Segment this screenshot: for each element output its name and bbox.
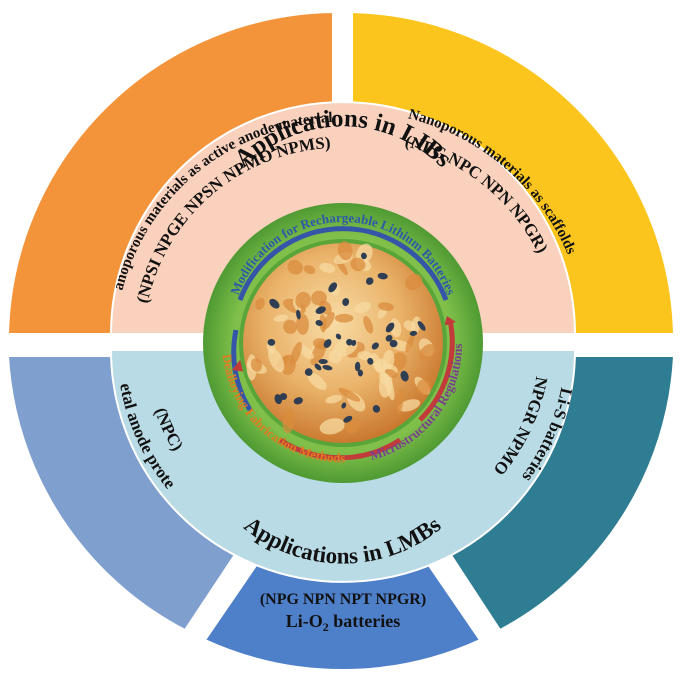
lio2-title: Li-O2 batteries [286, 611, 401, 634]
lio2-list: (NPG NPN NPT NPGR) [260, 591, 426, 608]
foam-pore [367, 357, 374, 365]
arrow-head-right [444, 316, 456, 326]
foam-pore [296, 309, 301, 320]
foam-ligament [378, 302, 394, 311]
foam-pore [279, 392, 288, 401]
foam-ligament [307, 372, 327, 391]
foam-ligament [298, 344, 314, 360]
foam-ligament [282, 408, 296, 434]
foam-pore [314, 363, 322, 371]
foam-pore [346, 338, 353, 346]
foam-pore [389, 339, 398, 348]
foam-ligament [255, 297, 265, 310]
foam-ligament [398, 399, 421, 412]
foam-ligament [354, 301, 372, 314]
foam-ligament [396, 389, 404, 415]
foam-pore [409, 330, 418, 336]
foam-pore [385, 322, 395, 333]
foam-pore [315, 306, 326, 314]
foam-pore [328, 282, 338, 293]
foam-ligament [303, 265, 316, 275]
foam-ligament [319, 262, 336, 273]
foam-ligament [419, 343, 436, 360]
foam-ligament [338, 387, 361, 402]
foam-pore [323, 339, 332, 348]
foam-ligament [334, 313, 354, 323]
foam-ligament [290, 341, 302, 366]
foam-pore [385, 334, 393, 342]
foam-pore [354, 361, 361, 372]
foam-ligament [337, 241, 353, 261]
arrow-arc-bottom [278, 437, 402, 461]
foam-ligament [405, 334, 415, 353]
foam-pore [318, 358, 328, 365]
foam-ligament [325, 394, 343, 404]
foam-pore [315, 320, 323, 326]
foam-pore [417, 320, 426, 331]
nanoporous-foam-image [239, 239, 447, 447]
foam-pore [335, 333, 342, 340]
foam-pore [377, 272, 388, 280]
foam-ligament [416, 379, 432, 396]
foam-pore [400, 370, 409, 382]
foam-pore [372, 405, 381, 413]
foam-ligament [273, 314, 289, 322]
arrow-arc-top [237, 226, 449, 301]
foam-ligament [350, 257, 366, 272]
foam-ligament [363, 316, 374, 334]
foam-ligament [295, 291, 311, 309]
foam-pore [365, 277, 374, 285]
foam-pore [343, 415, 353, 423]
foam-ligament [410, 316, 421, 334]
foam-ligament [310, 340, 327, 366]
foam-pore [360, 252, 367, 260]
foam-ligament [287, 259, 303, 275]
foam-ligament [250, 358, 263, 372]
foam-pore [342, 298, 350, 306]
foam-pore [304, 368, 313, 376]
foam-pore [293, 397, 303, 405]
foam-ligament [382, 350, 395, 370]
arrow-arc-right [418, 319, 455, 422]
foam-ligament [268, 347, 285, 373]
foam-pore [371, 342, 379, 350]
foam-pore [269, 298, 280, 309]
foam-pore [322, 364, 333, 371]
foam-ligament [405, 273, 423, 291]
foam-ligament [283, 319, 298, 335]
foam-ligament [319, 418, 345, 435]
arrow-arc-left [231, 329, 253, 412]
foam-pore [267, 338, 276, 346]
foam-pore [357, 369, 364, 377]
foam-ligament [357, 350, 373, 361]
foam-ligament [379, 372, 391, 386]
foam-pore [341, 402, 347, 409]
